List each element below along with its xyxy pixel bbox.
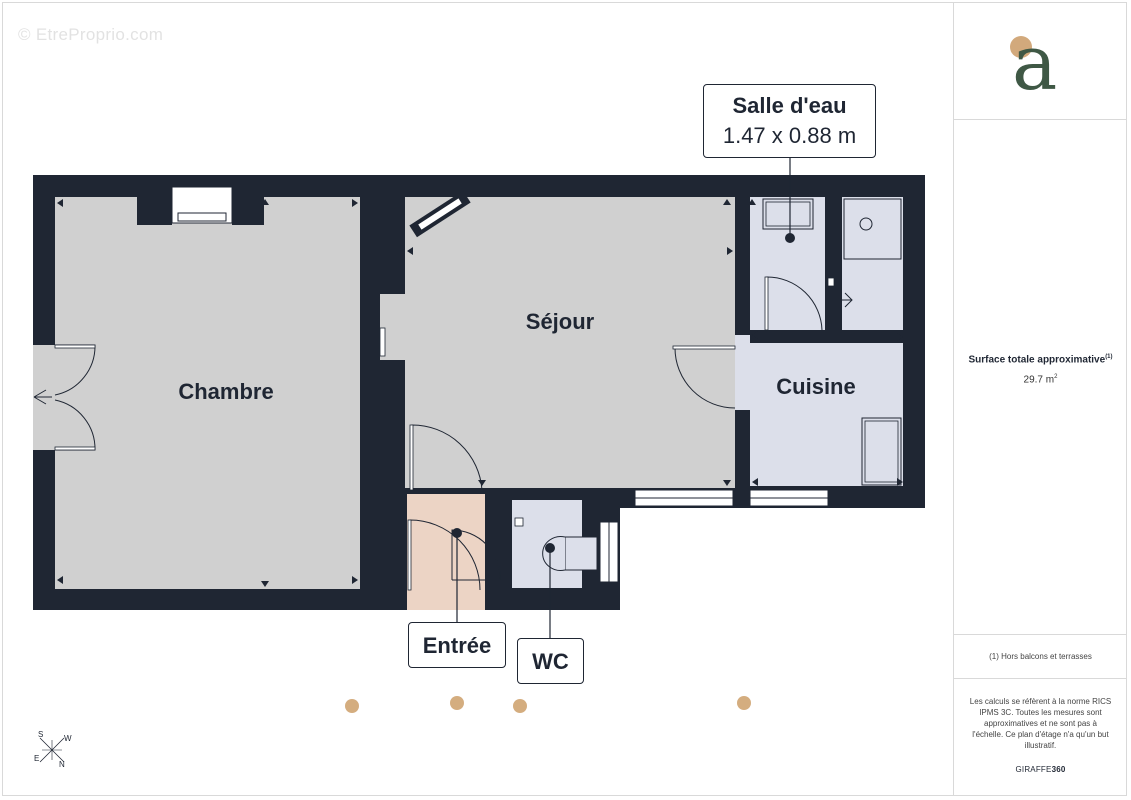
sidebar: a Surface totale approximative(1) 29.7 m… <box>953 2 1127 796</box>
floor-plan <box>33 158 925 638</box>
floor-sejour-upper <box>405 197 735 294</box>
disclaimer: Les calculs se réfèrent à la norme RICS … <box>969 697 1112 750</box>
callout-entree: Entrée <box>408 622 506 668</box>
wall-stub <box>735 410 750 508</box>
brand-prefix: GIRAFFE <box>1015 765 1052 774</box>
washbasin <box>762 198 814 230</box>
surface-total-value: 29.7 m2 <box>954 374 1127 385</box>
shower-tray <box>843 198 902 260</box>
floor-entree <box>407 494 485 610</box>
hotspot-dot[interactable] <box>450 696 464 710</box>
surface-note-marker: (1) <box>1105 354 1113 360</box>
floor-chambre <box>55 197 360 589</box>
callout-title: Salle d'eau <box>732 93 847 118</box>
hotspot-dot[interactable] <box>345 699 359 713</box>
room-label-chambre: Chambre <box>178 379 274 404</box>
door-cuisine <box>674 347 736 409</box>
callout-wc: WC <box>517 638 584 684</box>
compass-n: N <box>59 760 65 769</box>
surface-label-text: Surface totale approximative <box>968 354 1106 366</box>
callout-title: Entrée <box>422 633 492 658</box>
surface-value-text: 29.7 m <box>1023 374 1055 386</box>
room-label-sejour: Séjour <box>525 309 595 334</box>
callout-dimension: 1.47 x 0.88 m <box>722 123 857 148</box>
wall-stub <box>582 500 620 522</box>
compass-icon: S W E N <box>30 728 74 772</box>
wall-stub <box>232 175 264 225</box>
wall-stub <box>735 175 750 335</box>
room-label-cuisine: Cuisine <box>776 374 856 399</box>
compass-s: S <box>38 730 44 739</box>
callout-title: WC <box>532 649 569 674</box>
footnote-section <box>954 634 1127 679</box>
agency-logo: a <box>1012 18 1058 107</box>
logo-dot <box>1010 36 1032 58</box>
watermark: © EtreProprio.com <box>18 25 164 44</box>
wall-stub <box>742 330 925 343</box>
brand-mark: GIRAFFE360 <box>954 765 1127 774</box>
door-salle-deau <box>766 276 823 331</box>
door-entree-sejour <box>411 424 483 491</box>
compass-e: E <box>34 754 40 763</box>
brand-suffix: 360 <box>1051 765 1066 774</box>
hotspot-dot[interactable] <box>737 696 751 710</box>
radiator <box>379 327 386 357</box>
wall-stub <box>485 488 620 500</box>
wall-stub <box>360 175 405 294</box>
kitchen-counter <box>861 417 902 486</box>
hotspot-dot[interactable] <box>513 699 527 713</box>
corner-markers <box>57 199 903 587</box>
surface-total-label: Surface totale approximative(1) <box>954 354 1127 365</box>
floor-sejour-lower <box>405 360 735 488</box>
logo-section: a <box>954 2 1127 120</box>
toilet <box>564 536 598 571</box>
surface-unit-sup: 2 <box>1054 374 1058 380</box>
wall-stub <box>137 175 172 225</box>
compass-w: W <box>64 734 72 743</box>
wall-stub <box>825 197 842 330</box>
callout-salle-deau: Salle d'eau 1.47 x 0.88 m <box>703 84 876 158</box>
surface-section <box>954 119 1127 635</box>
footnote: (1) Hors balcons et terrasses <box>989 652 1092 661</box>
wall-stub <box>360 360 405 610</box>
